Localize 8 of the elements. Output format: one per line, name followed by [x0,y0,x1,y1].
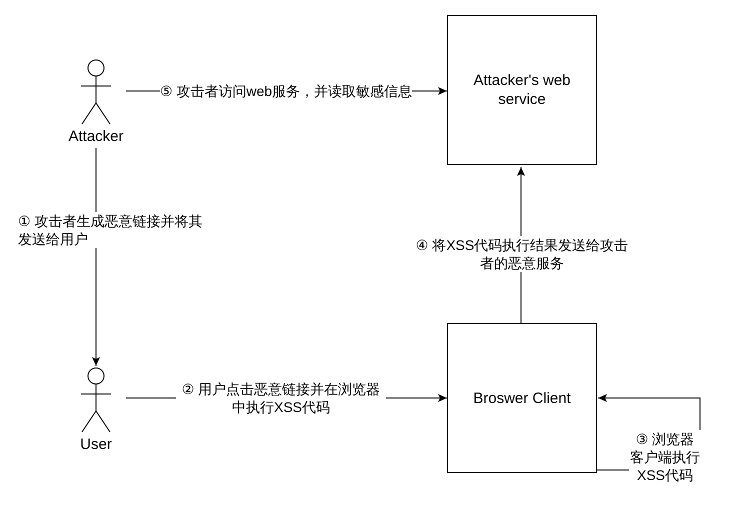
service-box: Attacker's web service [447,15,597,165]
person-label: User [79,436,113,454]
edge-label: ③ 浏览器客户端执行XSS代码 [629,430,701,484]
person-label: Attacker [67,128,125,146]
edge-label: ⑤ 攻击者访问web服务，并读取敏感信息 [160,82,412,100]
service-box: Broswer Client [447,323,597,473]
edge-label: ② 用户点击恶意链接并在浏览器中执行XSS代码 [176,380,386,416]
edge-label: ④ 将XSS代码执行结果发送给攻击者的恶意服务 [414,236,630,272]
